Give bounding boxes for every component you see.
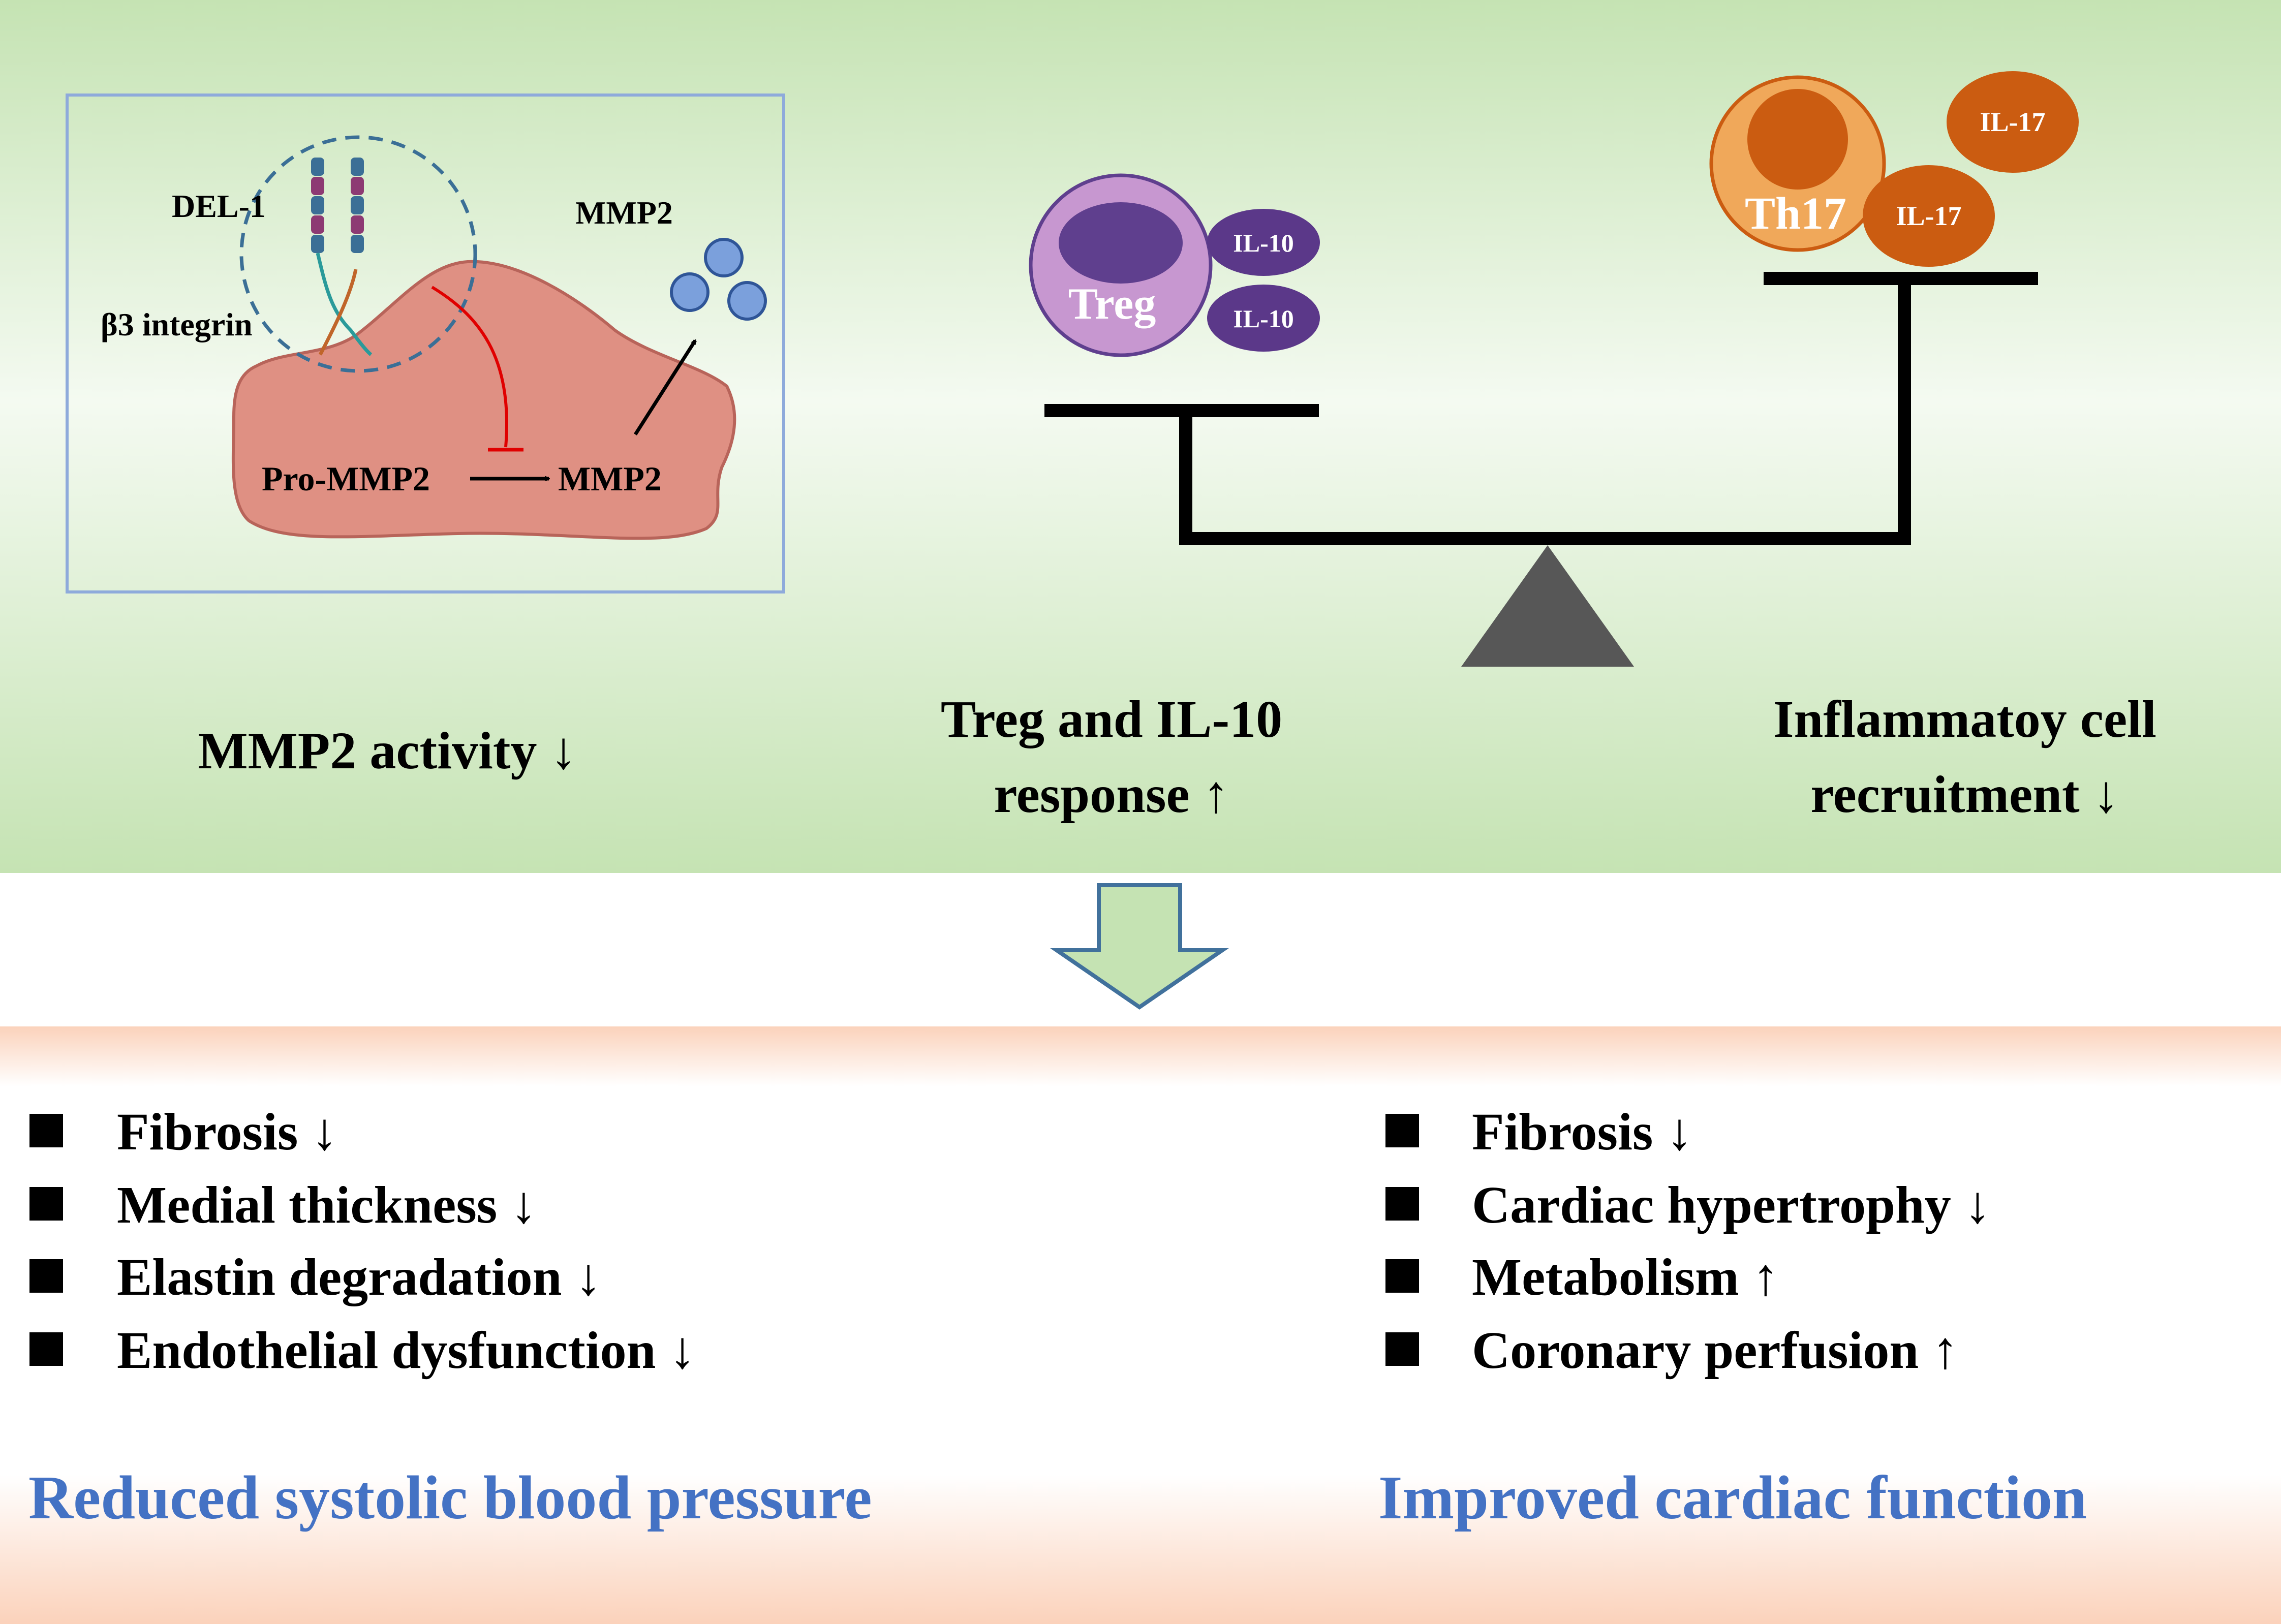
- mmp2-molecule: [704, 238, 744, 277]
- mmp2-product-label: MMP2: [558, 459, 662, 498]
- vascular-item: Elastin degradation ↓: [117, 1248, 601, 1306]
- bottom-panel: [0, 1026, 2281, 1624]
- binding-zoom-circle: [239, 135, 477, 373]
- cardiac-outcome: Improved cardiac function: [1378, 1463, 2087, 1532]
- il10-cytokine-icon: IL-10: [1207, 285, 1320, 352]
- treg-cell-icon: Treg: [1029, 173, 1213, 357]
- del1-label: DEL-1: [172, 188, 266, 224]
- cardiac-item: Cardiac hypertrophy ↓: [1472, 1176, 1991, 1234]
- cardiac-effects-list: Fibrosis ↓ Cardiac hypertrophy ↓ Metabol…: [1385, 1103, 1991, 1380]
- bullet-square-icon: [1385, 1332, 1419, 1366]
- il17-cytokine-icon: IL-17: [1947, 71, 2079, 173]
- endothelial-cell-body: [231, 260, 736, 540]
- mechanism-inset: DEL-1 β3 integrin MMP2 Pro-MMP2 MMP2: [66, 93, 785, 594]
- cardiac-item: Coronary perfusion ↑: [1472, 1321, 1958, 1380]
- il10-label: IL-10: [1233, 229, 1293, 257]
- mmp2-activity-caption: MMP2 activity ↓: [198, 722, 576, 780]
- vascular-outcome: Reduced systolic blood pressure: [28, 1463, 872, 1532]
- mmp2-secreted-label: MMP2: [575, 195, 673, 231]
- vascular-item: Endothelial dysfunction ↓: [117, 1321, 696, 1380]
- il10-label: IL-10: [1233, 304, 1293, 333]
- treg-response-caption-line1: Treg and IL-10: [941, 690, 1282, 748]
- del1-protein-icon: [311, 158, 364, 253]
- treg-label: Treg: [1068, 279, 1156, 329]
- vascular-item: Medial thickness ↓: [117, 1176, 537, 1234]
- inflammatory-caption-line2: recruitment ↓: [1810, 765, 2119, 824]
- treg-response-caption-line2: response ↑: [994, 765, 1229, 824]
- bullet-square-icon: [1385, 1187, 1419, 1221]
- scale-fulcrum: [1461, 545, 1634, 667]
- release-arrow: [634, 340, 697, 435]
- th17-label: Th17: [1745, 189, 1846, 239]
- integrin-label: β3 integrin: [101, 306, 253, 342]
- cardiac-item: Fibrosis ↓: [1472, 1103, 1692, 1161]
- vascular-item: Fibrosis ↓: [117, 1103, 337, 1161]
- mmp2-molecule: [670, 272, 710, 312]
- bullet-square-icon: [1385, 1114, 1419, 1147]
- pro-mmp2-label: Pro-MMP2: [262, 459, 430, 498]
- vascular-effects-list: Fibrosis ↓ Medial thickness ↓ Elastin de…: [29, 1103, 696, 1380]
- beta3-integrin-icon: [316, 253, 373, 356]
- inset-frame: [66, 93, 785, 594]
- down-arrow-icon: [1050, 883, 1229, 1010]
- th17-cell-icon: Th17: [1709, 75, 1886, 252]
- bullet-square-icon: [29, 1259, 63, 1293]
- bullet-square-icon: [29, 1114, 63, 1147]
- inflammatory-caption-line1: Inflammatoy cell: [1773, 690, 2156, 748]
- il17-label: IL-17: [1980, 107, 2045, 137]
- bullet-square-icon: [29, 1332, 63, 1366]
- mmp2-molecule: [727, 281, 767, 321]
- bullet-square-icon: [1385, 1259, 1419, 1293]
- bullet-square-icon: [29, 1187, 63, 1221]
- il17-cytokine-icon: IL-17: [1863, 165, 1995, 267]
- inhibition-line: [431, 286, 509, 448]
- il17-label: IL-17: [1896, 201, 1961, 231]
- il10-cytokine-icon: IL-10: [1207, 209, 1320, 276]
- cardiac-item: Metabolism ↑: [1472, 1248, 1779, 1306]
- immune-balance-scale: [1044, 272, 2038, 667]
